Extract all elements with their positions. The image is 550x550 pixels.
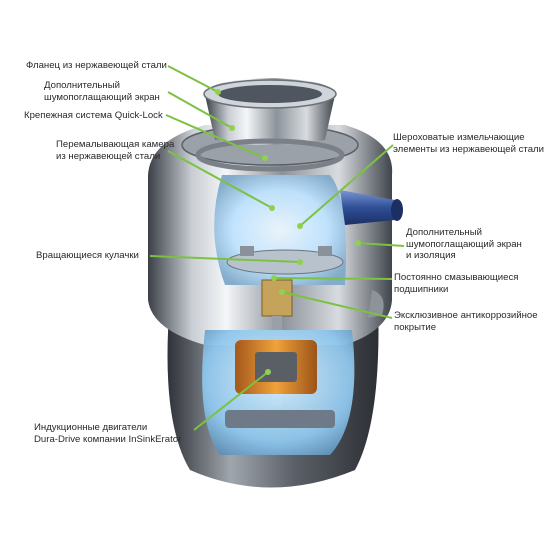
label-noise-screen-top: Дополнительный шумопоглащающий экран — [44, 80, 160, 103]
leader-grinding-chamber — [167, 150, 273, 209]
leader-noise-screen-side-dot — [355, 240, 361, 246]
label-noise-screen-side: Дополнительный шумопоглащающий экран и и… — [406, 227, 522, 261]
pipe-end — [391, 199, 403, 221]
discharge-pipe — [340, 190, 400, 225]
leader-noise-screen-top — [167, 91, 233, 129]
leader-bearings-dot — [271, 275, 277, 281]
quick-lock-ring — [195, 138, 345, 172]
cam-left — [240, 246, 254, 256]
label-flange: Фланец из нержавеющей стали — [26, 60, 167, 71]
label-induction-motors: Индукционные двигатели Dura-Drive компан… — [34, 422, 182, 445]
leader-quick-lock-dot — [262, 155, 268, 161]
leader-flange-dot — [215, 89, 221, 95]
label-bearings: Постоянно смазывающиеся подшипники — [394, 272, 519, 295]
cam-right — [318, 246, 332, 256]
leader-quick-lock — [165, 114, 266, 159]
leader-anticorrosion — [281, 291, 393, 319]
leader-induction-motors-dot — [265, 369, 271, 375]
leader-noise-screen-top-dot — [229, 125, 235, 131]
leader-flange — [167, 65, 219, 93]
leader-induction-motors — [193, 371, 269, 431]
leader-lines — [149, 65, 405, 431]
label-quick-lock: Крепежная система Quick-Lock — [24, 110, 163, 121]
leader-grinding-chamber-dot — [269, 205, 275, 211]
motor-base — [225, 410, 335, 428]
label-anticorrosion: Эксклюзивное антикоррозийное покрытие — [394, 310, 538, 333]
label-grinding-chamber: Перемалывающая камера из нержавеющей ста… — [56, 139, 175, 162]
leader-bearings — [273, 277, 393, 280]
flange-opening — [218, 85, 322, 103]
label-rough-elements: Шероховатые измельчающие элементы из нер… — [393, 132, 544, 155]
leader-rough-elements — [299, 144, 394, 227]
leader-rough-elements-dot — [297, 223, 303, 229]
leader-rotating-cams-dot — [297, 259, 303, 265]
leader-noise-screen-side — [357, 242, 405, 247]
bearing-block — [261, 279, 293, 317]
leader-rotating-cams — [149, 255, 301, 263]
label-rotating-cams: Вращающиеся кулачки — [36, 250, 139, 261]
leader-anticorrosion-dot — [279, 289, 285, 295]
side-fitting — [368, 290, 384, 318]
